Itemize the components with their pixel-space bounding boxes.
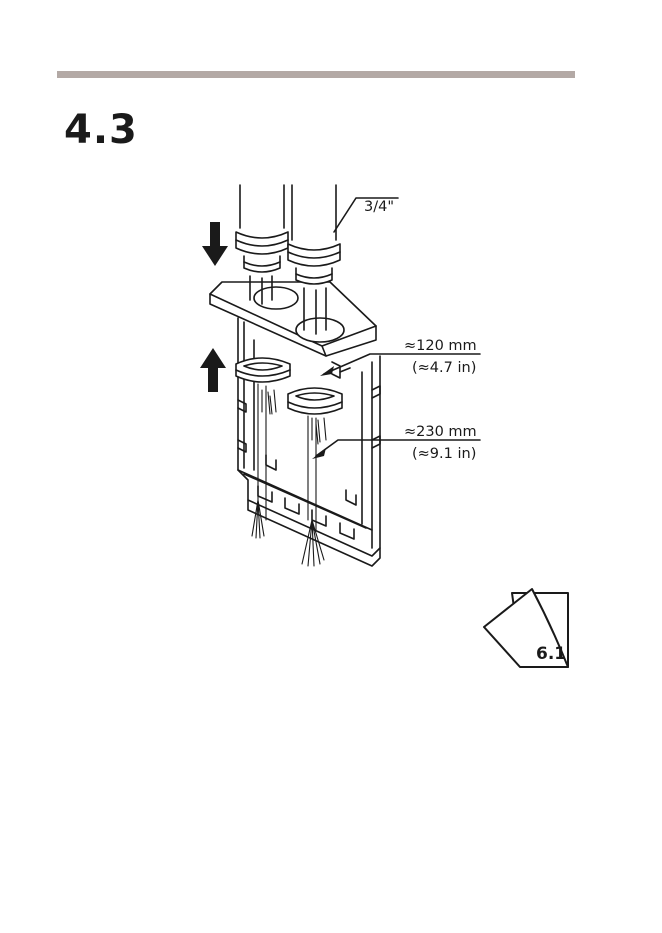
gland-left bbox=[236, 358, 290, 382]
top-plate bbox=[210, 282, 376, 356]
arrow-up-icon bbox=[200, 348, 226, 392]
page-ref-label: 6.1 bbox=[536, 644, 566, 664]
page-turn-icon: 6.1 bbox=[482, 587, 574, 669]
short-length-in: (≈4.7 in) bbox=[412, 360, 476, 376]
long-length-mm: ≈230 mm bbox=[404, 424, 477, 440]
conduit-size-label: 3/4" bbox=[364, 199, 394, 215]
long-length-in: (≈9.1 in) bbox=[412, 446, 476, 462]
arrow-down-icon bbox=[202, 222, 228, 266]
gland-right bbox=[288, 388, 342, 414]
short-length-mm: ≈120 mm bbox=[404, 338, 477, 354]
